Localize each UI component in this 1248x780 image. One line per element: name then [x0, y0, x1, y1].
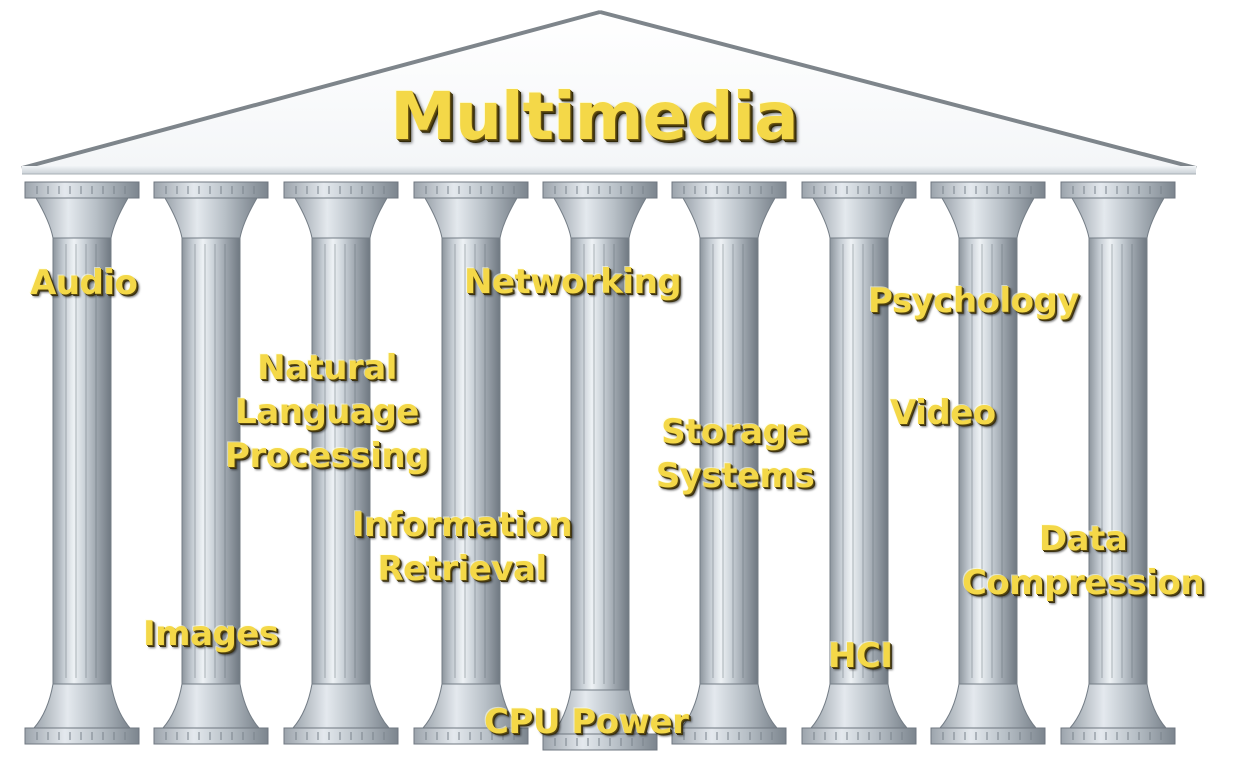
label-storage-line-1: Storage: [661, 412, 809, 452]
column-5: [542, 181, 658, 751]
label-images-text: Images: [143, 614, 279, 654]
column-6: [671, 181, 787, 745]
column-3: [283, 181, 399, 745]
column-7: [801, 181, 917, 745]
roof-pediment: [21, 10, 1197, 175]
label-dc-line-1: Data: [1038, 519, 1128, 559]
label-cpu-power-text: CPU Power: [484, 702, 689, 742]
diagram-title: Multimedia: [390, 78, 798, 155]
label-natural-language-processing: Natural Language Processing: [214, 346, 440, 478]
column-2: [153, 181, 269, 745]
label-hci: HCI: [828, 636, 893, 676]
label-nlp-line-1: Natural: [257, 348, 397, 388]
label-hci-text: HCI: [828, 636, 893, 676]
label-video-text: Video: [890, 393, 996, 433]
label-audio-text: Audio: [30, 263, 138, 303]
label-nlp-line-3: Processing: [225, 436, 429, 476]
label-images: Images: [143, 614, 279, 654]
label-cpu-power: CPU Power: [484, 702, 689, 742]
label-information-retrieval: Information Retrieval: [344, 503, 580, 591]
column-4: [413, 181, 529, 745]
label-networking-text: Networking: [464, 262, 682, 302]
label-data-compression: Data Compression: [944, 517, 1222, 605]
label-nlp-line-2: Language: [235, 392, 419, 432]
column-1: [24, 181, 140, 745]
label-psychology: Psychology: [868, 281, 1079, 321]
label-video: Video: [890, 393, 996, 433]
label-psychology-text: Psychology: [868, 281, 1079, 321]
columns: [24, 181, 1176, 751]
label-ir-line-1: Information: [351, 505, 573, 545]
label-ir-line-2: Retrieval: [377, 549, 547, 589]
column-8: [930, 181, 1046, 745]
label-dc-line-2: Compression: [961, 563, 1205, 603]
label-audio: Audio: [30, 263, 138, 303]
label-storage-systems: Storage Systems: [650, 410, 820, 498]
label-storage-line-2: Systems: [655, 456, 815, 496]
label-networking: Networking: [464, 262, 682, 302]
column-9: [1060, 181, 1176, 745]
